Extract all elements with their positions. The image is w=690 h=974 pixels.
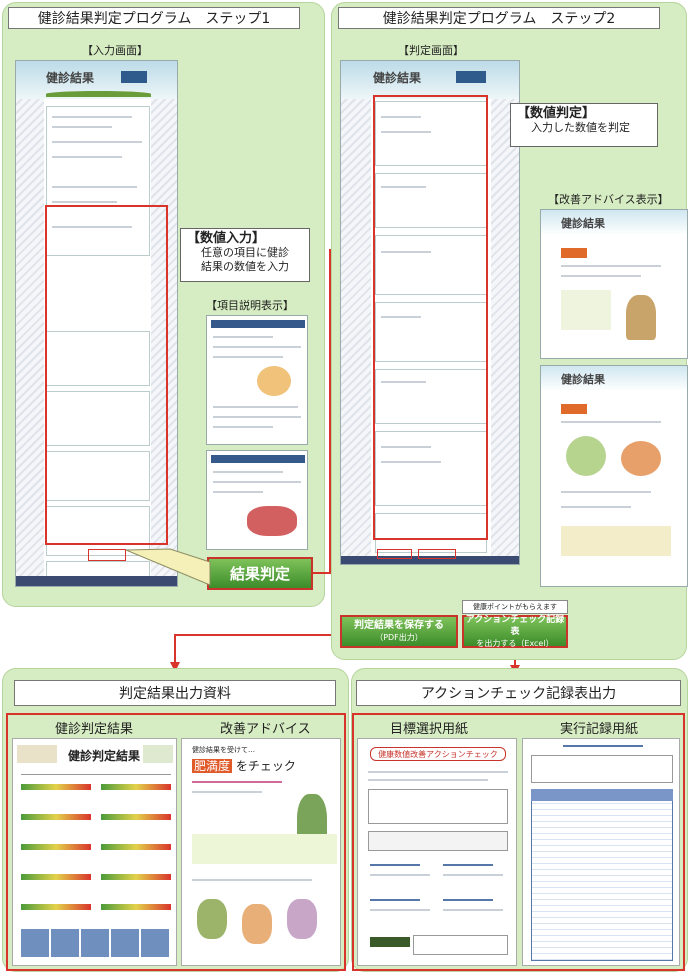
action-check-excel-button[interactable]: アクションチェック記録表 を出力する（Excel） xyxy=(462,615,568,648)
result-doc-title: 健診判定結果 xyxy=(68,749,141,763)
input-screen-label: 【入力画面】 xyxy=(82,44,148,57)
judge-button-highlight xyxy=(88,549,126,561)
step1-title: 健診結果判定プログラム ステップ1 xyxy=(8,7,300,29)
advice-display-label: 【改善アドバイス表示】 xyxy=(548,193,669,206)
save-pdf-highlight xyxy=(377,549,412,559)
judge-result-button[interactable]: 結果判定 xyxy=(207,557,313,590)
advice-thumbnail-top: 健診結果 xyxy=(540,209,688,359)
action-frame xyxy=(352,713,685,971)
input-callout: 【数値入力】 任意の項目に健診 結果の数値を入力 xyxy=(180,228,310,282)
judge-area-highlight xyxy=(373,95,488,540)
item-desc-label: 【項目説明表示】 xyxy=(206,299,294,312)
output-title: 判定結果出力資料 xyxy=(14,680,336,706)
judge-screen-thumbnail: 健診結果 xyxy=(340,60,520,565)
advice-doc-heading: 健診結果を受けて… xyxy=(192,746,255,754)
judge-callout-text: 入力した数値を判定 xyxy=(531,121,630,134)
judge-screen-label: 【判定画面】 xyxy=(398,44,464,57)
health-point-tag: 健康ポイントがもらえます xyxy=(462,600,568,614)
input-callout-title: 【数値入力】 xyxy=(187,231,266,246)
output-frame xyxy=(6,713,346,971)
record-sheet-label: 実行記録用紙 xyxy=(560,722,639,737)
record-table xyxy=(531,789,673,961)
step2-title: 健診結果判定プログラム ステップ2 xyxy=(338,7,660,29)
judge-callout-title: 【数値判定】 xyxy=(517,106,596,121)
goal-sheet-preview: 健康数値改善アクションチェック xyxy=(357,738,517,966)
save-result-pdf-button[interactable]: 判定結果を保存する （PDF出力） xyxy=(340,615,458,648)
advice-doc-check: をチェック xyxy=(235,759,296,773)
save-button-line1: 判定結果を保存する xyxy=(354,619,444,631)
record-sheet-preview xyxy=(522,738,680,966)
judge-callout: 【数値判定】 入力した数値を判定 xyxy=(510,103,658,147)
advice-doc-check-word: 肥満度 xyxy=(192,759,233,773)
action-title: アクションチェック記録表出力 xyxy=(356,680,681,706)
goal-sheet-label: 目標選択用紙 xyxy=(390,722,469,737)
advice-document-preview: 健診結果を受けて… 肥満度 をチェック xyxy=(181,738,341,966)
action-button-line2: を出力する（Excel） xyxy=(476,638,554,648)
input-callout-text1: 任意の項目に健診 xyxy=(201,246,289,259)
advice-doc-label: 改善アドバイス xyxy=(220,722,311,737)
advice-thumbnail-bottom: 健診結果 xyxy=(540,365,688,587)
input-area-highlight xyxy=(45,205,168,545)
result-doc-label: 健診判定結果 xyxy=(55,722,134,737)
action-button-line1: アクションチェック記録表 xyxy=(465,614,565,637)
input-callout-text2: 結果の数値を入力 xyxy=(201,260,289,273)
item-desc-thumbnail-top xyxy=(206,315,308,445)
goal-doc-title: 健康数値改善アクションチェック xyxy=(370,747,506,761)
excel-highlight xyxy=(418,549,456,559)
input-screen-thumbnail: 健診結果 xyxy=(15,60,178,587)
save-button-line2: （PDF出力） xyxy=(375,632,423,642)
item-desc-thumbnail-bottom xyxy=(206,450,308,550)
result-document-preview: 健診判定結果 xyxy=(12,738,177,966)
